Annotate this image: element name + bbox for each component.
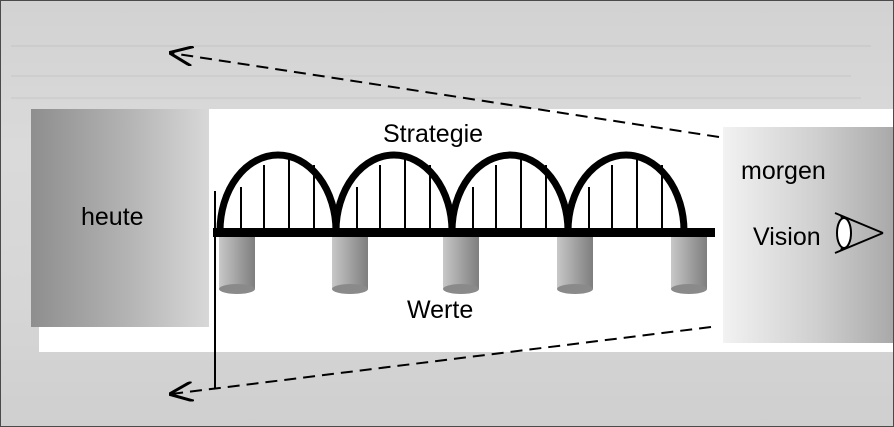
bridge-hangers (240, 156, 663, 231)
bridge-pillars (219, 233, 707, 294)
background-texture (11, 45, 871, 47)
strategy-label: Strategie (383, 120, 484, 148)
background-texture (11, 97, 861, 99)
arch (332, 151, 456, 232)
vision-label: Vision (753, 223, 821, 251)
perspective-line-bottom (171, 326, 712, 394)
arch (564, 151, 688, 232)
eye-icon (834, 212, 884, 254)
arch (448, 151, 572, 232)
today-label: heute (81, 203, 144, 231)
tomorrow-label: morgen (741, 157, 826, 185)
pillar (219, 233, 255, 294)
pillar (443, 233, 479, 294)
pillar (557, 233, 593, 294)
background-texture (11, 75, 851, 77)
perspective-line-top (171, 53, 720, 138)
pillar (671, 233, 707, 294)
bridge-arches (216, 151, 688, 232)
pillar (332, 233, 368, 294)
values-label: Werte (407, 296, 474, 324)
arch (216, 151, 340, 232)
today-panel (31, 109, 209, 327)
tomorrow-panel (723, 127, 893, 343)
bridge-deck (213, 228, 715, 237)
